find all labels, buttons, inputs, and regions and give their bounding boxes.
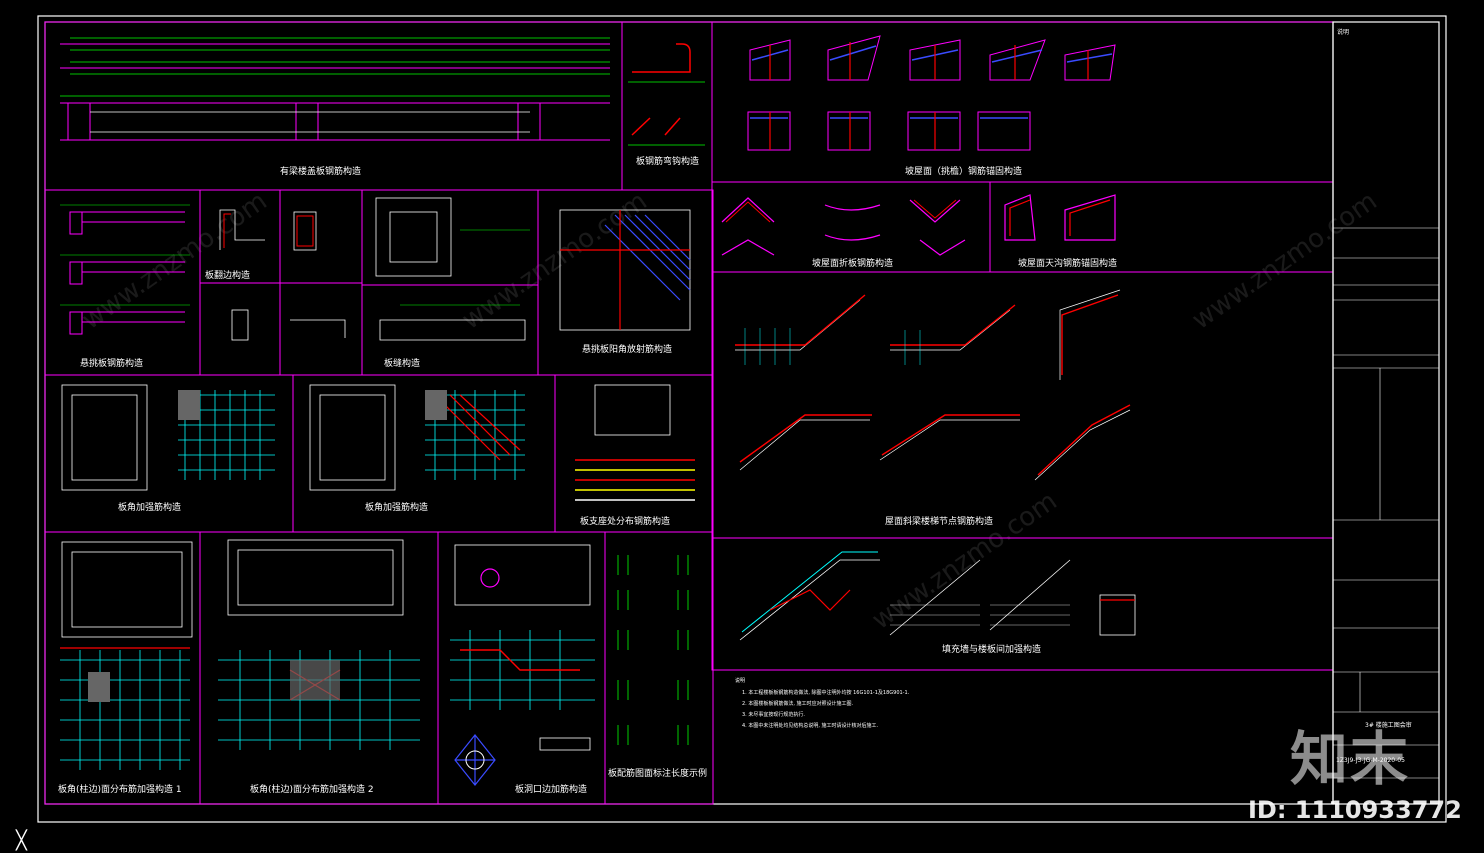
note-line: 4. 本图中未注明处均见结构总说明, 施工时请设计核对后施工.	[742, 722, 879, 729]
panel-caption: 板配筋图面标注长度示例	[608, 767, 707, 779]
panel-caption: 板支座处分布钢筋构造	[580, 515, 670, 527]
panel-caption: 板洞口边加筋构造	[515, 783, 587, 795]
panel-caption: 板缝构造	[384, 357, 420, 369]
panel-caption: 板翻边构造	[205, 269, 250, 281]
drawing-number: 1Z3J9-J3-JG-M-2020-05	[1336, 757, 1405, 764]
note-line: 1. 本工程楼板板钢筋构造做法, 除图中注明外均按 16G101-1及18G90…	[742, 689, 910, 696]
note-line: 3. 未尽事宜按现行规范执行.	[742, 711, 805, 718]
general-notes: 说明 1. 本工程楼板板钢筋构造做法, 除图中注明外均按 16G101-1及18…	[735, 677, 910, 729]
panel-corner-reinf-2: 板角加强筋构造	[292, 374, 556, 533]
panel-caption: 板角(柱边)面分布筋加强构造 2	[250, 783, 374, 795]
panel-caption: 屋面斜梁楼梯节点钢筋构造	[885, 515, 993, 527]
panel-caption: 坡屋面天沟钢筋锚固构造	[1018, 257, 1117, 269]
panel-column-corner-1: 板角(柱边)面分布筋加强构造 1	[44, 531, 201, 805]
panel-caption: 坡屋面（挑檐）钢筋锚固构造	[905, 165, 1022, 177]
panel-support-distribution: 板支座处分布钢筋构造	[554, 374, 714, 533]
panel-caption: 坡屋面折板钢筋构造	[812, 257, 893, 269]
panel-slab-joint: 板缝构造	[361, 189, 539, 376]
notes-heading: 说明	[735, 677, 745, 684]
panel-infill-wall: 填充墙与楼板间加强构造	[711, 537, 1334, 671]
panel-caption: 悬挑板阳角放射筋构造	[582, 343, 672, 355]
panel-caption: 悬挑板钢筋构造	[80, 357, 143, 369]
panel-caption: 板角加强筋构造	[365, 501, 428, 513]
panel-caption: 有梁楼盖板钢筋构造	[280, 165, 361, 177]
watermark-brand-logo: 知末	[1290, 725, 1411, 793]
panel-corner-radial: 悬挑板阳角放射筋构造	[537, 189, 714, 376]
title-block-heading: 说明	[1337, 28, 1349, 36]
panel-caption: 板角(柱边)面分布筋加强构造 1	[58, 783, 182, 795]
panel-caption: 板角加强筋构造	[118, 501, 181, 513]
watermark-id: ID: 1110933772	[1248, 796, 1462, 824]
cursor-crosshair-icon: ╳	[16, 830, 27, 851]
panel-caption: 填充墙与楼板间加强构造	[942, 643, 1041, 655]
title-block: 说明 3# 楼施工图会审 1Z3J9-J3-JG-M-2020-05	[1332, 21, 1440, 805]
project-name: 3# 楼施工图会审	[1365, 721, 1412, 729]
panel-caption: 板钢筋弯钩构造	[636, 155, 699, 167]
panel-roof-fold: 坡屋面折板钢筋构造	[711, 181, 991, 273]
panel-length-example: 板配筋图面标注长度示例	[604, 531, 714, 805]
panel-column-corner-2: 板角(柱边)面分布筋加强构造 2	[199, 531, 439, 805]
outer-frame	[37, 15, 1447, 823]
note-line: 2. 本图楼板板钢筋做法, 施工时应对照设计施工图.	[742, 700, 854, 707]
